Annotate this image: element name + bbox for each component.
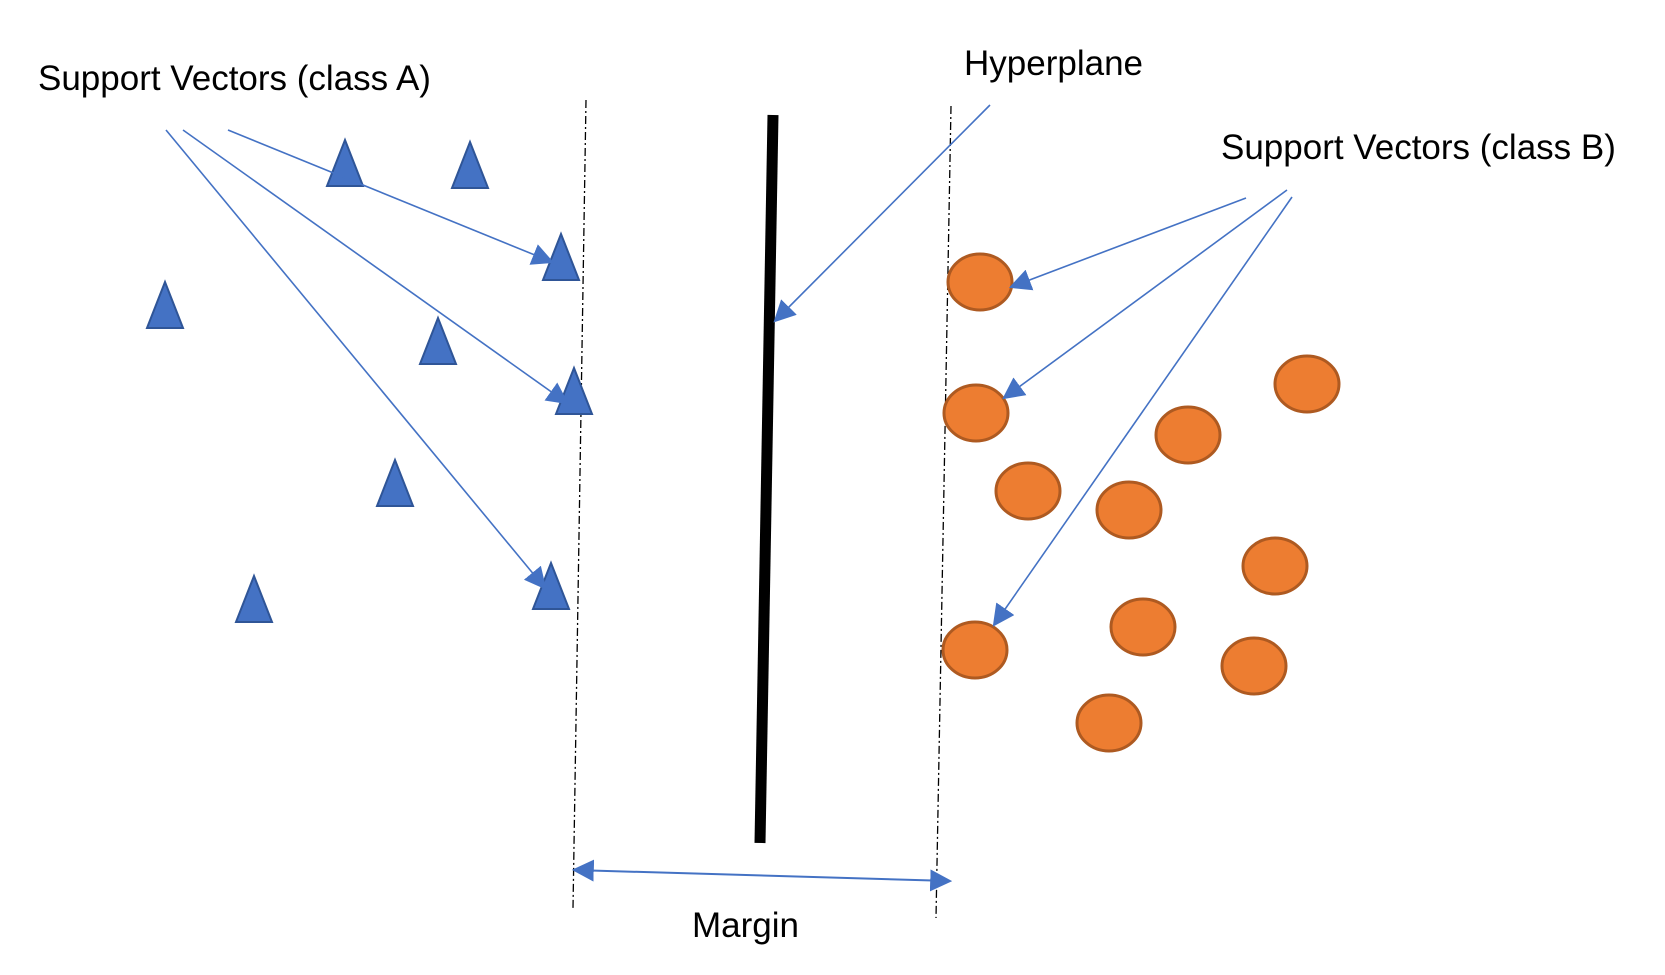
margin-boundary-left <box>572 99 587 909</box>
class-a-point <box>418 315 458 365</box>
class-b-support-vector <box>941 620 1009 680</box>
margin-arrow <box>571 859 953 892</box>
label-hyperplane: Hyperplane <box>964 44 1143 83</box>
class-b-pointer-arrows <box>992 189 1293 627</box>
label-margin: Margin <box>692 906 799 945</box>
class-b-point <box>1109 597 1177 657</box>
class-a-point <box>375 457 415 507</box>
class-b-point <box>1075 693 1143 753</box>
label-support-vectors-class-a: Support Vectors (class A) <box>38 59 431 98</box>
class-a-point <box>145 279 185 329</box>
arrow-b-3 <box>992 196 1293 627</box>
arrow-a-1 <box>227 129 555 265</box>
arrow-a-2 <box>182 129 569 405</box>
class-a-point <box>450 139 490 189</box>
class-a-support-vector <box>541 231 581 281</box>
class-a-pointer-arrows <box>165 129 569 590</box>
class-a-points <box>145 137 594 623</box>
class-b-point <box>1154 405 1222 465</box>
class-a-point <box>325 137 365 187</box>
label-support-vectors-class-b: Support Vectors (class B) <box>1221 128 1616 167</box>
class-a-point <box>234 573 274 623</box>
class-a-support-vector <box>531 560 571 610</box>
hyperplane-line <box>754 114 779 844</box>
class-b-support-vector <box>942 383 1010 443</box>
class-b-points <box>941 252 1341 753</box>
class-b-point <box>1273 354 1341 414</box>
class-b-point <box>1095 480 1163 540</box>
arrow-a-3 <box>165 129 547 590</box>
class-b-point <box>1220 636 1288 696</box>
arrow-hyperplane <box>773 104 991 323</box>
arrow-b-2 <box>1002 189 1288 400</box>
class-b-point <box>1241 536 1309 596</box>
class-b-point <box>994 461 1062 521</box>
class-b-support-vector <box>946 252 1014 312</box>
margin-boundary-right <box>935 105 952 919</box>
arrow-b-1 <box>1008 197 1247 291</box>
class-a-support-vector <box>554 365 594 415</box>
